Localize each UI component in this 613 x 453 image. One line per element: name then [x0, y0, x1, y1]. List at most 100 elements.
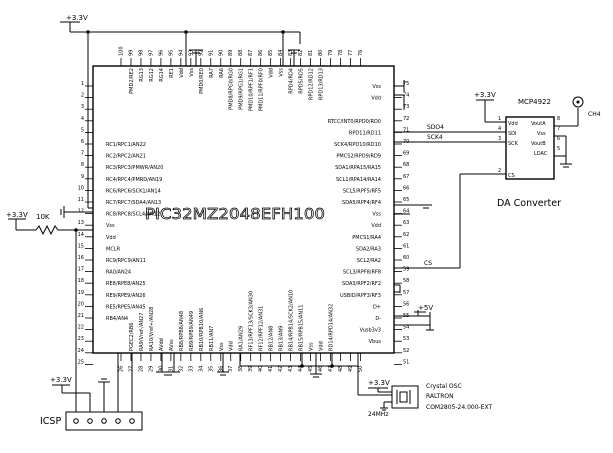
pin-label: Vdd	[371, 223, 381, 229]
pin-number: 89	[228, 50, 234, 56]
vcc-label-dac: +3.3V	[474, 91, 496, 99]
pin-label: RPD12/RD12	[309, 68, 315, 100]
pin-number: 2	[81, 93, 84, 99]
pin-label: RA7	[209, 68, 215, 78]
pin-number: 94	[178, 50, 184, 56]
pin-number: 100	[119, 46, 125, 56]
svg-text:8: 8	[557, 116, 560, 122]
pin-number: 30	[158, 366, 164, 372]
pin-label: SCL2/RA2	[357, 258, 381, 264]
pin-label: SDA5/RPF4/RF4	[342, 200, 381, 206]
pin-label: PGEC2/RB6	[129, 323, 135, 352]
pin-label: RC9/RPC9/AN11	[106, 258, 146, 264]
pin-number: 62	[403, 232, 409, 238]
pin-number: 3	[81, 104, 84, 110]
pin-label: RG13	[139, 68, 145, 82]
svg-text:CS: CS	[508, 173, 515, 179]
pin-label: SCL5/RPF5/RF5	[343, 188, 381, 194]
pin-label: RPD11/RD11	[349, 130, 381, 136]
pin-number: 59	[403, 267, 409, 273]
pin-number: 43	[288, 366, 294, 372]
pin-number: 79	[328, 50, 334, 56]
pin-label: RG12	[149, 68, 155, 82]
pin-label: RF12/RPF12/AN31	[259, 306, 265, 351]
pin-label: RB4/AN4	[106, 316, 128, 322]
pin-number: 72	[403, 116, 409, 122]
pin-label: Vss	[372, 212, 381, 218]
resistor-10k	[35, 224, 59, 236]
pin-number: 63	[403, 220, 409, 226]
pin-number: 66	[403, 185, 409, 191]
pin-number: 4	[81, 116, 84, 122]
pin-number: 56	[403, 301, 409, 307]
svg-text:VoutB: VoutB	[531, 141, 546, 147]
pin-label: RTCC/INT0/RPD0/RD0	[328, 119, 381, 125]
net-cs: CS	[424, 260, 432, 267]
pin-label: RG14	[159, 68, 165, 82]
ch4-connector-icon	[572, 96, 584, 108]
pin-number: 61	[403, 243, 409, 249]
pin-number: 81	[308, 50, 314, 56]
pin-label: RF13/RPF13/SCK3/AN30	[249, 291, 255, 351]
pin-number: 34	[198, 366, 204, 372]
mcu-name: PIC32MZ2048EFH100	[145, 205, 325, 223]
pin-number: 5	[81, 127, 84, 133]
pin-label: PMD2/RE2	[129, 68, 135, 94]
pin-number: 35	[208, 366, 214, 372]
ch4-label: CH4	[588, 111, 601, 118]
pin-number: 27	[128, 366, 134, 372]
vcc-label-5v: +5V	[418, 304, 433, 312]
pin-number: 73	[403, 104, 409, 110]
osc-frequency: 24MHz	[368, 411, 388, 418]
dac-caption: DA Converter	[497, 198, 561, 209]
pin-number: 51	[403, 359, 409, 365]
dac-chip	[505, 116, 555, 180]
pin-number: 50	[358, 366, 364, 372]
resistor-label: 10K	[36, 213, 50, 221]
pin-number: 92	[198, 50, 204, 56]
pin-number: 98	[138, 50, 144, 56]
pin-label: RB11/AN7	[209, 326, 215, 351]
pin-number: 7	[81, 151, 84, 157]
pin-number: 54	[403, 325, 409, 331]
pin-number: 42	[278, 366, 284, 372]
pin-number: 52	[403, 348, 409, 354]
pin-label: Vbus	[369, 339, 382, 345]
pin-number: 90	[218, 50, 224, 56]
pin-label: Vdd	[269, 68, 275, 78]
icsp-connector: +3.3V ICSP	[40, 353, 143, 431]
pin-number: 84	[278, 50, 284, 56]
svg-text:4: 4	[498, 126, 501, 132]
pin-number: 8	[81, 162, 84, 168]
svg-text:5: 5	[557, 146, 560, 152]
pin-label: RD14/RPD14/AN32	[328, 304, 334, 351]
svg-text:SCK: SCK	[508, 141, 519, 147]
pin-label: RA1/AN29	[239, 326, 245, 351]
pin-number: 29	[148, 366, 154, 372]
pin-label: Vusb3v3	[360, 328, 381, 334]
pin-label: RB12/AN8	[269, 326, 275, 351]
pin-number: 20	[78, 301, 84, 307]
svg-text:6: 6	[557, 136, 560, 142]
pin-number: 97	[148, 50, 154, 56]
pin-label: RB14/RPB14/SCK2/AN10	[289, 290, 295, 351]
pin-number: 25	[78, 359, 84, 365]
pin-number: 93	[188, 50, 194, 56]
pin-label: RC3/RPC3/PMWR/AN20	[106, 165, 163, 171]
pin-number: 87	[248, 50, 254, 56]
mcu-body	[92, 65, 395, 354]
pin-number: 53	[403, 336, 409, 342]
pin-label: RE5/RPE5/AN45	[106, 304, 146, 310]
svg-text:SDI: SDI	[508, 131, 517, 137]
pin-label: PMD0/RE0	[199, 68, 205, 94]
icsp-label: ICSP	[40, 416, 61, 427]
vcc-label-top: +3.3V	[66, 14, 88, 22]
bottom-supply	[156, 353, 392, 396]
pin-number: 91	[208, 50, 214, 56]
pin-number: 18	[78, 278, 84, 284]
pin-number: 23	[78, 336, 84, 342]
pin-label: Vss	[106, 223, 115, 229]
svg-text:Vss: Vss	[537, 131, 546, 137]
